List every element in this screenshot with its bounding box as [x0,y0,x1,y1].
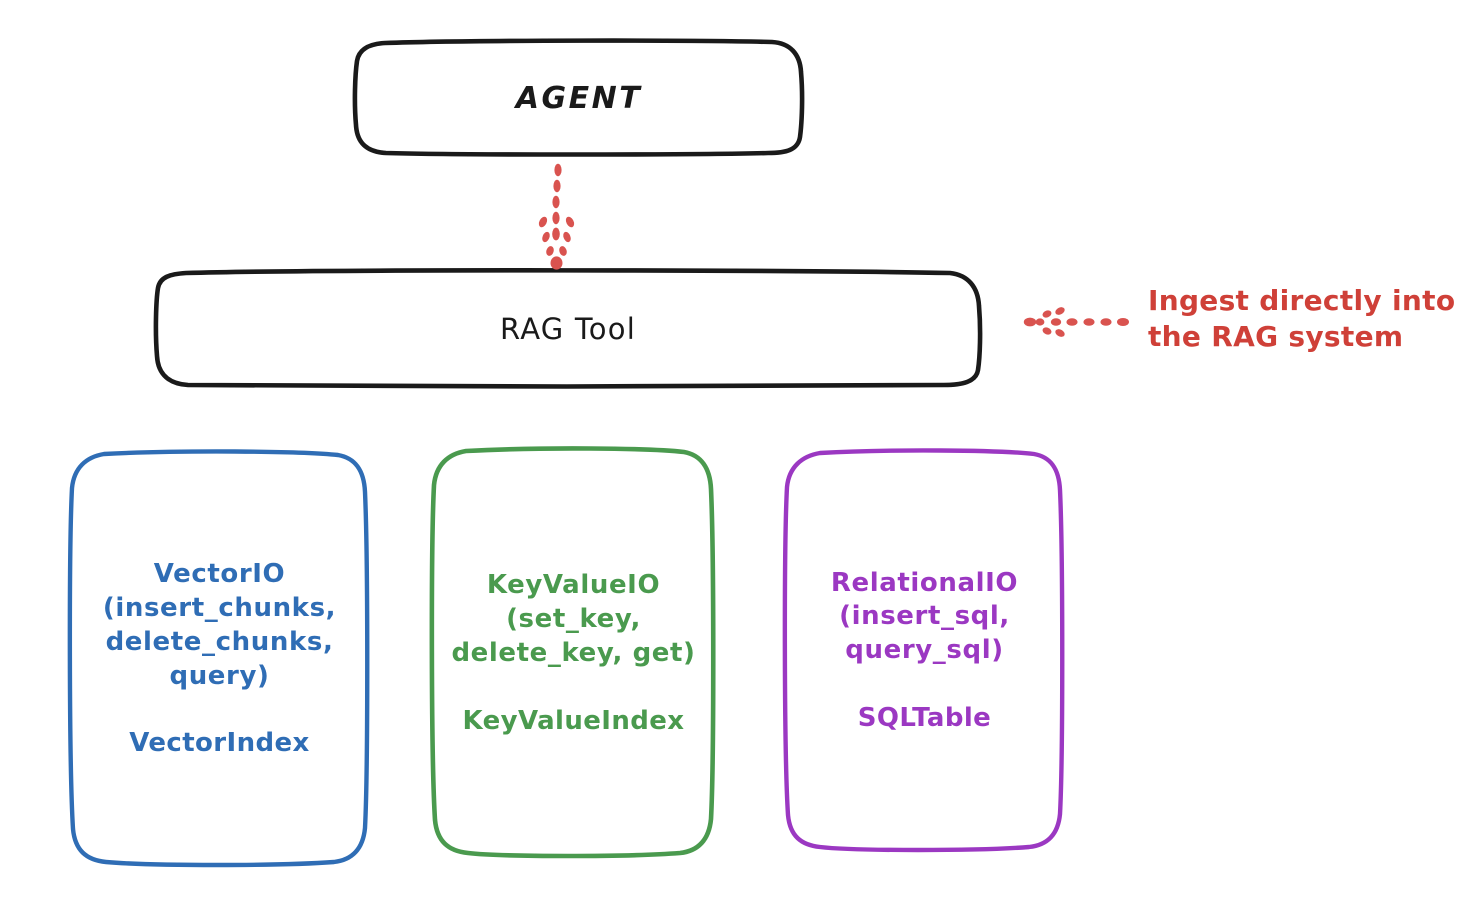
vector-io-api-list: (insert_chunks, delete_chunks, query) [102,593,337,691]
agent-label: AGENT [515,80,643,116]
agent-to-rag-dotted-arrow [538,163,575,270]
relational-io-api-list: (insert_sql, query_sql) [839,601,1010,666]
rag-tool-node[interactable]: RAG Tool [157,273,979,386]
relational-io-title: RelationalIO [830,567,1019,598]
vector-io-node[interactable]: VectorIO (insert_chunks, delete_chunks, … [73,455,366,863]
key-value-io-index: KeyValueIndex [462,705,685,736]
ingest-note-annotation: Ingest directly into the RAG system [1148,284,1456,354]
rag-tool-label: RAG Tool [500,311,636,346]
key-value-io-node[interactable]: KeyValueIO (set_key, delete_key, get) Ke… [434,452,713,854]
relational-io-node[interactable]: RelationalIO (insert_sql, query_sql) SQL… [787,453,1062,848]
key-value-io-title: KeyValueIO [486,570,661,601]
relational-io-index: SQLTable [857,703,992,734]
note-to-rag-dotted-arrow [1023,307,1129,337]
vector-io-index: VectorIndex [129,728,310,759]
key-value-io-api-list: (set_key, delete_key, get) [451,603,696,668]
agent-node[interactable]: AGENT [356,43,802,154]
vector-io-title: VectorIO [153,559,286,590]
